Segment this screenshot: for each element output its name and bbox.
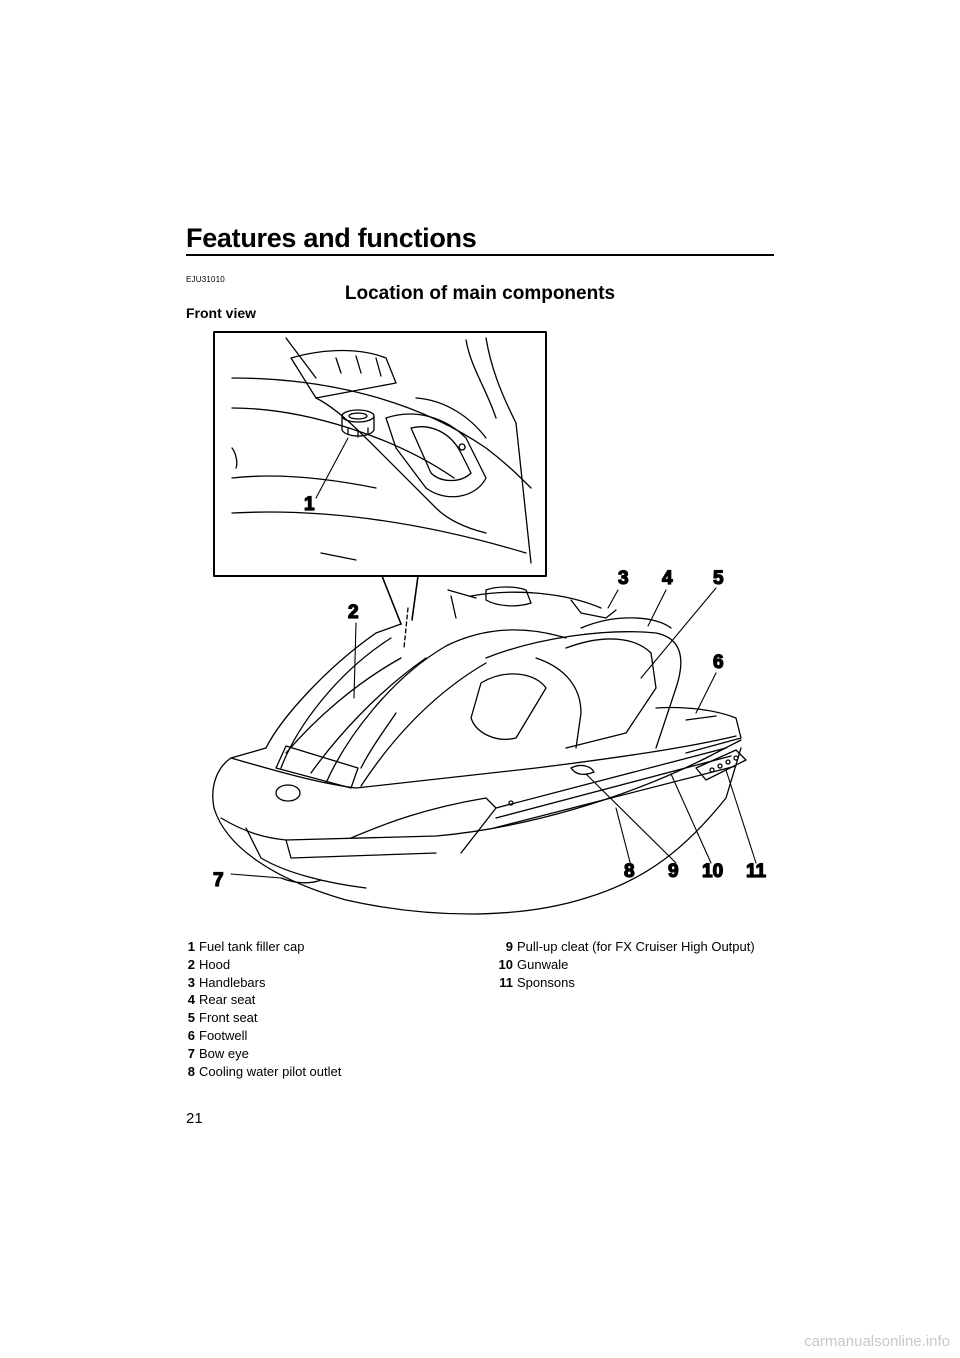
watermark: carmanualsonline.info	[804, 1333, 950, 1350]
legend-number: 5	[187, 1010, 195, 1026]
callout-2: 2	[348, 602, 359, 623]
inset-detail	[213, 331, 547, 577]
legend-label: Sponsons	[517, 974, 575, 990]
callout-9: 9	[668, 861, 679, 882]
page-number: 21	[186, 1110, 203, 1127]
page-header: Features and functions	[186, 222, 774, 256]
legend-number: 2	[187, 956, 195, 972]
callout-7: 7	[213, 870, 224, 891]
callout-8: 8	[624, 861, 635, 882]
legend-item: 9 Pull-up cleat (for FX Cruiser High Outp…	[490, 938, 755, 956]
legend-label: Footwell	[199, 1027, 248, 1043]
legend-number: 7	[187, 1045, 195, 1061]
legend-label: Handlebars	[199, 974, 266, 990]
legend-number: 8	[187, 1063, 195, 1079]
legend-number: 10	[498, 956, 513, 972]
view-subtitle: Front view	[186, 305, 257, 321]
section-title: Location of main components	[344, 283, 616, 304]
watercraft-hull	[212, 586, 747, 915]
callout-6: 6	[713, 652, 724, 673]
legend-number: 4	[187, 992, 195, 1008]
legend-label: Front seat	[199, 1010, 258, 1026]
watercraft-diagram: 1 2 3 4 5 6 7 8 9 10 11	[186, 328, 776, 923]
legend-label: Fuel tank filler cap	[199, 939, 305, 954]
callout-5: 5	[713, 568, 724, 589]
legend-label: Bow eye	[199, 1045, 249, 1061]
legend-label: Hood	[199, 956, 231, 972]
legend-label: Cooling water pilot outlet	[199, 1063, 342, 1079]
legend-number: 1	[187, 939, 195, 954]
legend-number: 3	[187, 974, 195, 990]
page-title: Features and functions	[186, 223, 477, 253]
legend-right-column: 9 Pull-up cleat (for FX Cruiser High Outp…	[490, 938, 755, 991]
legend-number: 9	[505, 939, 513, 954]
callout-10: 10	[702, 861, 723, 882]
legend-label: Rear seat	[199, 992, 256, 1008]
callout-1: 1	[304, 494, 315, 515]
callout-11: 11	[746, 861, 767, 882]
leader-lines	[230, 437, 757, 879]
legend-number: 11	[499, 974, 513, 990]
section-code: EJU31010	[186, 275, 225, 284]
callout-4: 4	[662, 568, 673, 589]
legend-item: 1 Fuel tank filler cap	[186, 938, 341, 956]
callout-3: 3	[618, 568, 629, 589]
legend-number: 6	[187, 1027, 195, 1043]
header-rule	[186, 254, 774, 256]
legend-label: Pull-up cleat (for FX Cruiser High Outpu…	[517, 939, 755, 954]
legend-label: Gunwale	[517, 956, 569, 972]
